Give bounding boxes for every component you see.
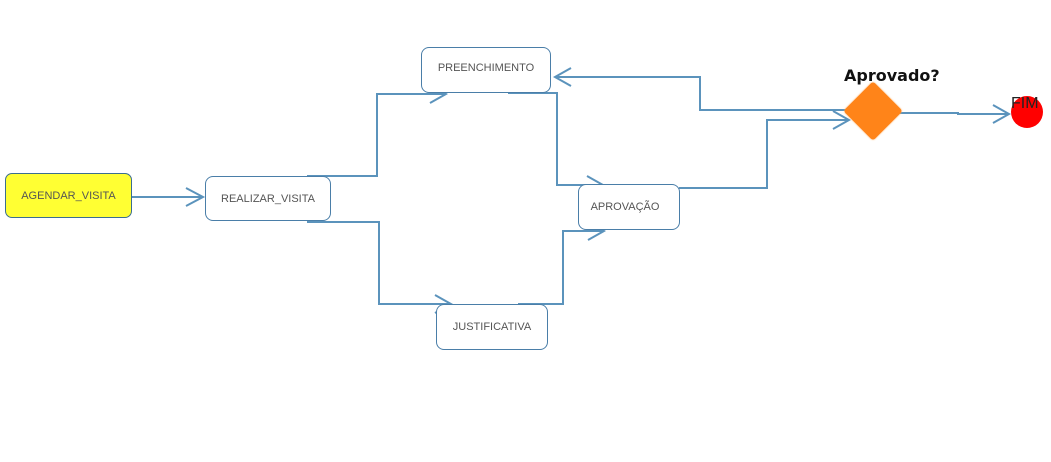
edge-realizar-to-preenchimento <box>307 93 446 177</box>
edge-aprovacao-to-gateway <box>679 119 849 189</box>
edge-gateway-to-fim <box>900 112 1009 115</box>
agendar-visita-label: AGENDAR_VISITA <box>21 189 116 202</box>
edge-preenchimento-to-aprovacao <box>508 92 603 186</box>
gateway-label: Aprovado? <box>844 66 940 85</box>
arrowhead-gateway <box>832 110 852 130</box>
edge-gateway-to-preenchimento <box>555 76 847 111</box>
justificativa-label: JUSTIFICATIVA <box>452 321 532 333</box>
arrowhead-preenchimento-return <box>552 67 572 87</box>
edge-realizar-to-justificativa <box>307 221 451 305</box>
agendar-visita-node[interactable]: AGENDAR_VISITA <box>5 173 132 218</box>
realizar-visita-label: REALIZAR_VISITA <box>221 192 315 205</box>
preenchimento-node[interactable]: PREENCHIMENTO <box>421 47 551 93</box>
realizar-visita-node[interactable]: REALIZAR_VISITA <box>205 176 331 221</box>
end-event[interactable] <box>1011 96 1043 128</box>
aprovacao-node[interactable]: APROVAÇÃO <box>578 184 680 230</box>
arrowhead-realizar <box>185 187 206 207</box>
preenchimento-label: PREENCHIMENTO <box>437 62 535 74</box>
end-label: FIM <box>1011 95 1039 112</box>
justificativa-node[interactable]: JUSTIFICATIVA <box>436 304 548 350</box>
edge-justificativa-to-aprovacao <box>518 230 604 305</box>
aprovacao-label: APROVAÇÃO <box>590 201 660 213</box>
arrowhead-fim <box>992 104 1012 124</box>
